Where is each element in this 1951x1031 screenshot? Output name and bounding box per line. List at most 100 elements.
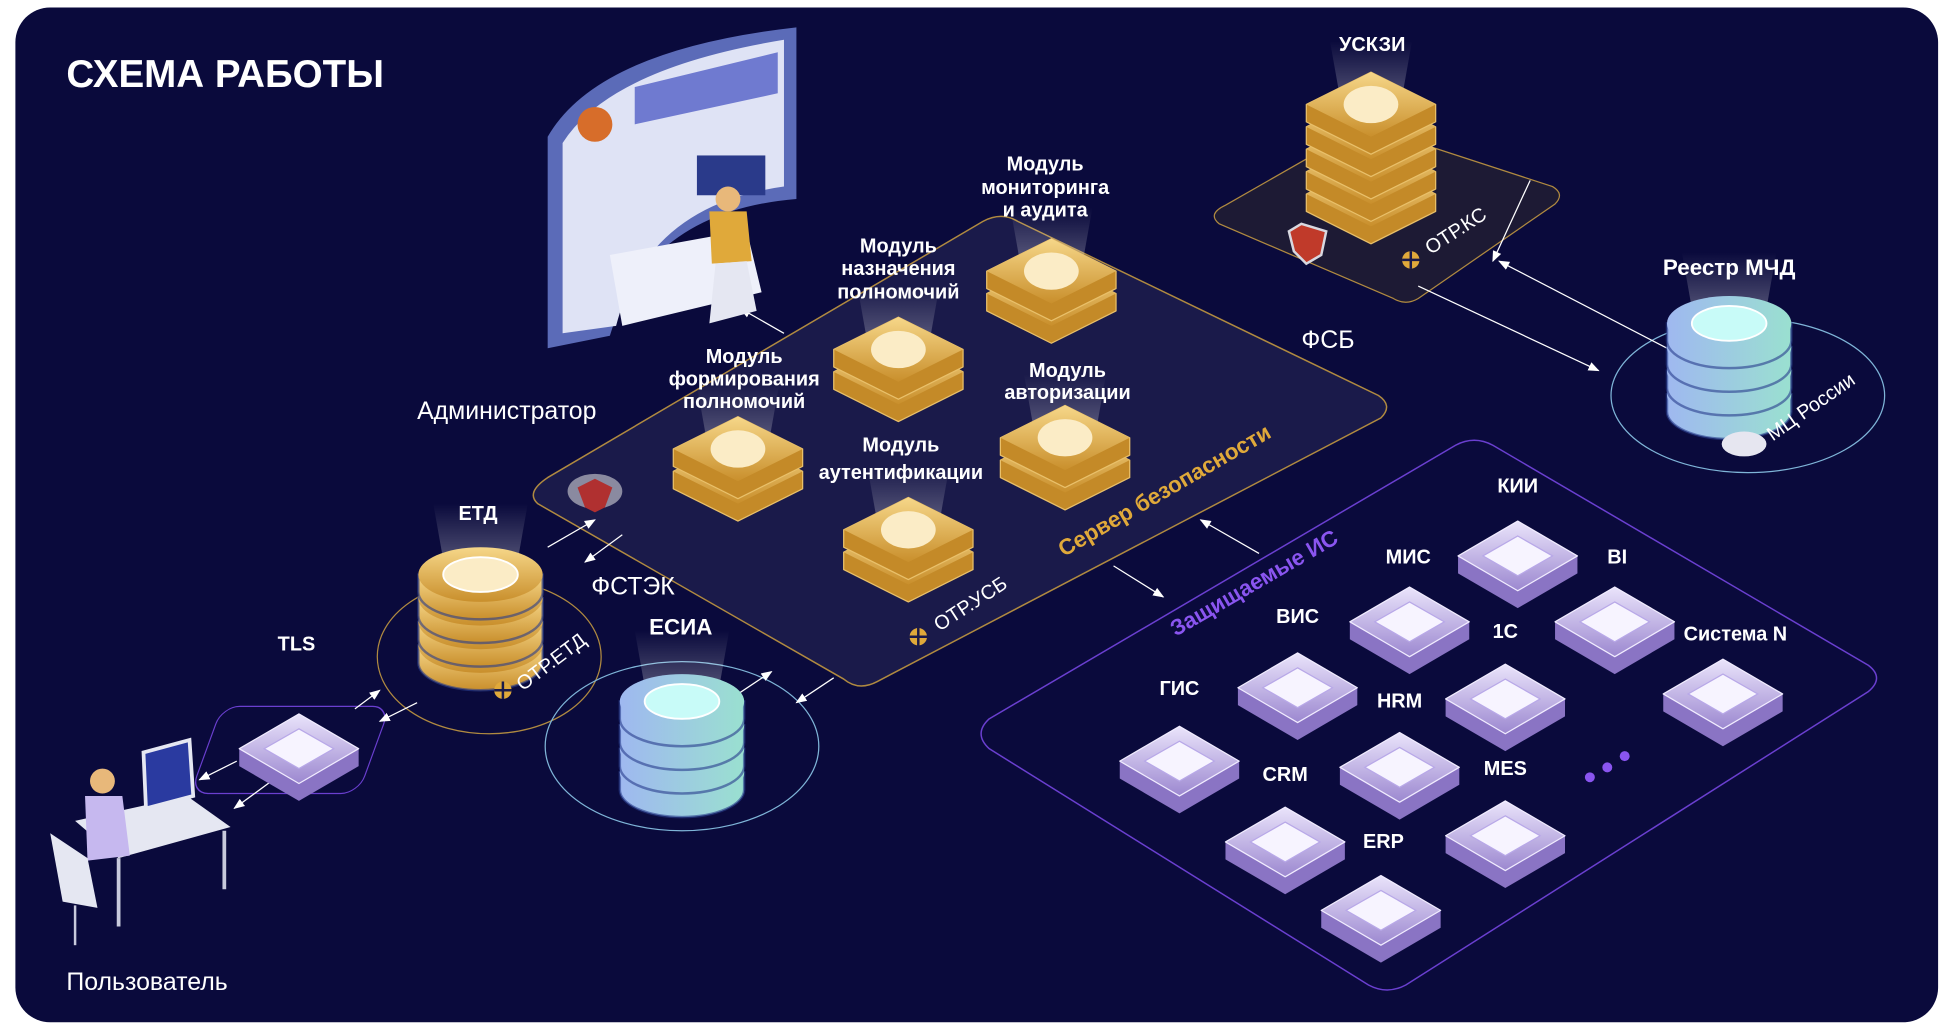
mc-russia-emblem-icon (1721, 431, 1767, 457)
arrow (1113, 565, 1165, 598)
svg-text:полномочий: полномочий (837, 281, 959, 303)
stack-disc (1690, 305, 1768, 342)
protected-system-node (1237, 652, 1358, 740)
protected-system-node (1662, 658, 1784, 747)
tile-side (1445, 835, 1565, 888)
svg-text:и аудита: и аудита (1003, 199, 1089, 221)
arrow (1492, 180, 1531, 263)
system-label-1c: 1С (1493, 621, 1518, 643)
tile-side (1339, 767, 1460, 820)
mchd-registry-label: Реестр МЧД (1663, 255, 1796, 280)
svg-text:полномочий: полномочий (683, 391, 805, 413)
tile-screen (1469, 678, 1542, 720)
protected-systems-zone (980, 439, 1878, 991)
ellipsis-icon (1602, 762, 1613, 773)
tile-side (1225, 841, 1345, 895)
etd-node (417, 503, 544, 692)
arrow (795, 677, 835, 704)
system-label-erp: ERP (1363, 831, 1404, 853)
module-monitoring-node (986, 207, 1117, 344)
emblem-shield (1287, 222, 1328, 266)
page-title: СХЕМА РАБОТЫ (66, 53, 384, 96)
stack-disc (871, 330, 926, 369)
tls-zone (195, 705, 386, 795)
arrow (547, 519, 596, 548)
admin-head (715, 186, 741, 212)
admin-body (709, 211, 752, 264)
fstek-label: ФСТЭК (591, 572, 675, 600)
arrow (1417, 285, 1600, 372)
otr-logo-icon (1402, 251, 1420, 269)
svg-text:мониторинга: мониторинга (981, 177, 1110, 199)
arrow (378, 702, 418, 722)
uskzi-label: УСКЗИ (1339, 34, 1405, 56)
arrow (1199, 519, 1260, 554)
protected-system-node (1339, 731, 1460, 820)
svg-text:Модуль: Модуль (706, 346, 783, 368)
tile-screen (1469, 815, 1542, 857)
illustrations (50, 27, 797, 946)
otr-logo-icon (909, 628, 927, 646)
tile-screen (262, 728, 336, 770)
arrow (584, 534, 623, 563)
protected-system-node (1349, 586, 1470, 675)
protected-system-node (1457, 520, 1579, 609)
system-label-mis: МИС (1386, 546, 1431, 568)
tile-screen (1344, 889, 1418, 931)
svg-text:авторизации: авторизации (1004, 382, 1130, 404)
security-server-zone (532, 215, 1388, 687)
otr-logo-icon (494, 681, 512, 699)
emblem-eagle (1721, 431, 1767, 457)
arrow (233, 780, 272, 810)
otr-logo-cross (909, 628, 927, 646)
fsb-emblem-icon (1287, 222, 1328, 266)
monitor-chart (634, 52, 778, 125)
module-authentication-label: Модуль аутентификации (819, 434, 983, 483)
svg-text:назначения: назначения (841, 258, 955, 280)
svg-text:аутентификации: аутентификации (819, 462, 983, 484)
tile-side (1555, 621, 1675, 675)
tile-side (1321, 910, 1441, 963)
tile-side (1237, 687, 1358, 740)
user-label: Пользователь (66, 968, 227, 996)
esia-node (618, 630, 746, 819)
system-label-bi: BI (1607, 546, 1627, 568)
emblem-shield (577, 478, 613, 513)
pie-chart (577, 106, 613, 142)
tile-side (1445, 698, 1565, 752)
uskzi-node (1305, 41, 1437, 245)
tile-side (1349, 621, 1470, 675)
module-assignment-node (833, 286, 964, 423)
light-beam (1681, 252, 1777, 309)
module-authorization-label: Модуль авторизации (1004, 360, 1130, 404)
tile-screen (1363, 746, 1436, 788)
protected-system-node (1444, 800, 1566, 888)
fsb-label: ФСБ (1301, 326, 1354, 354)
system-label-mes: MES (1484, 758, 1527, 780)
system-label-crm: CRM (1263, 764, 1308, 786)
stack-disc (442, 556, 519, 593)
tile-side (239, 748, 359, 801)
user-chair (50, 833, 98, 908)
module-authentication-node (843, 466, 974, 603)
light-beam (433, 503, 528, 560)
stack-disc (1037, 419, 1093, 457)
user-body (85, 795, 130, 861)
system-label-hrm: HRM (1377, 691, 1422, 713)
module-monitoring-label: Модуль мониторинга и аудита (981, 153, 1110, 221)
ellipsis-icon (1584, 772, 1595, 783)
stack-disc (1024, 252, 1079, 290)
module-forming-node (672, 385, 804, 522)
mchd-registry-node (1665, 252, 1793, 441)
light-beam (634, 630, 730, 687)
protected-system-node (1554, 586, 1676, 675)
svg-text:Модуль: Модуль (1029, 360, 1106, 382)
arrow (198, 760, 238, 781)
system-label-gis: ГИС (1160, 678, 1200, 700)
tile-screen (1578, 601, 1651, 643)
stack-disc (643, 683, 721, 720)
user-monitor-icon (141, 737, 196, 811)
arrow (354, 689, 381, 710)
tile-screen (1261, 667, 1334, 709)
protected-system-labels: КИИ МИС BI ВИС 1С Система N ГИС HRM CRM … (1160, 475, 1788, 853)
